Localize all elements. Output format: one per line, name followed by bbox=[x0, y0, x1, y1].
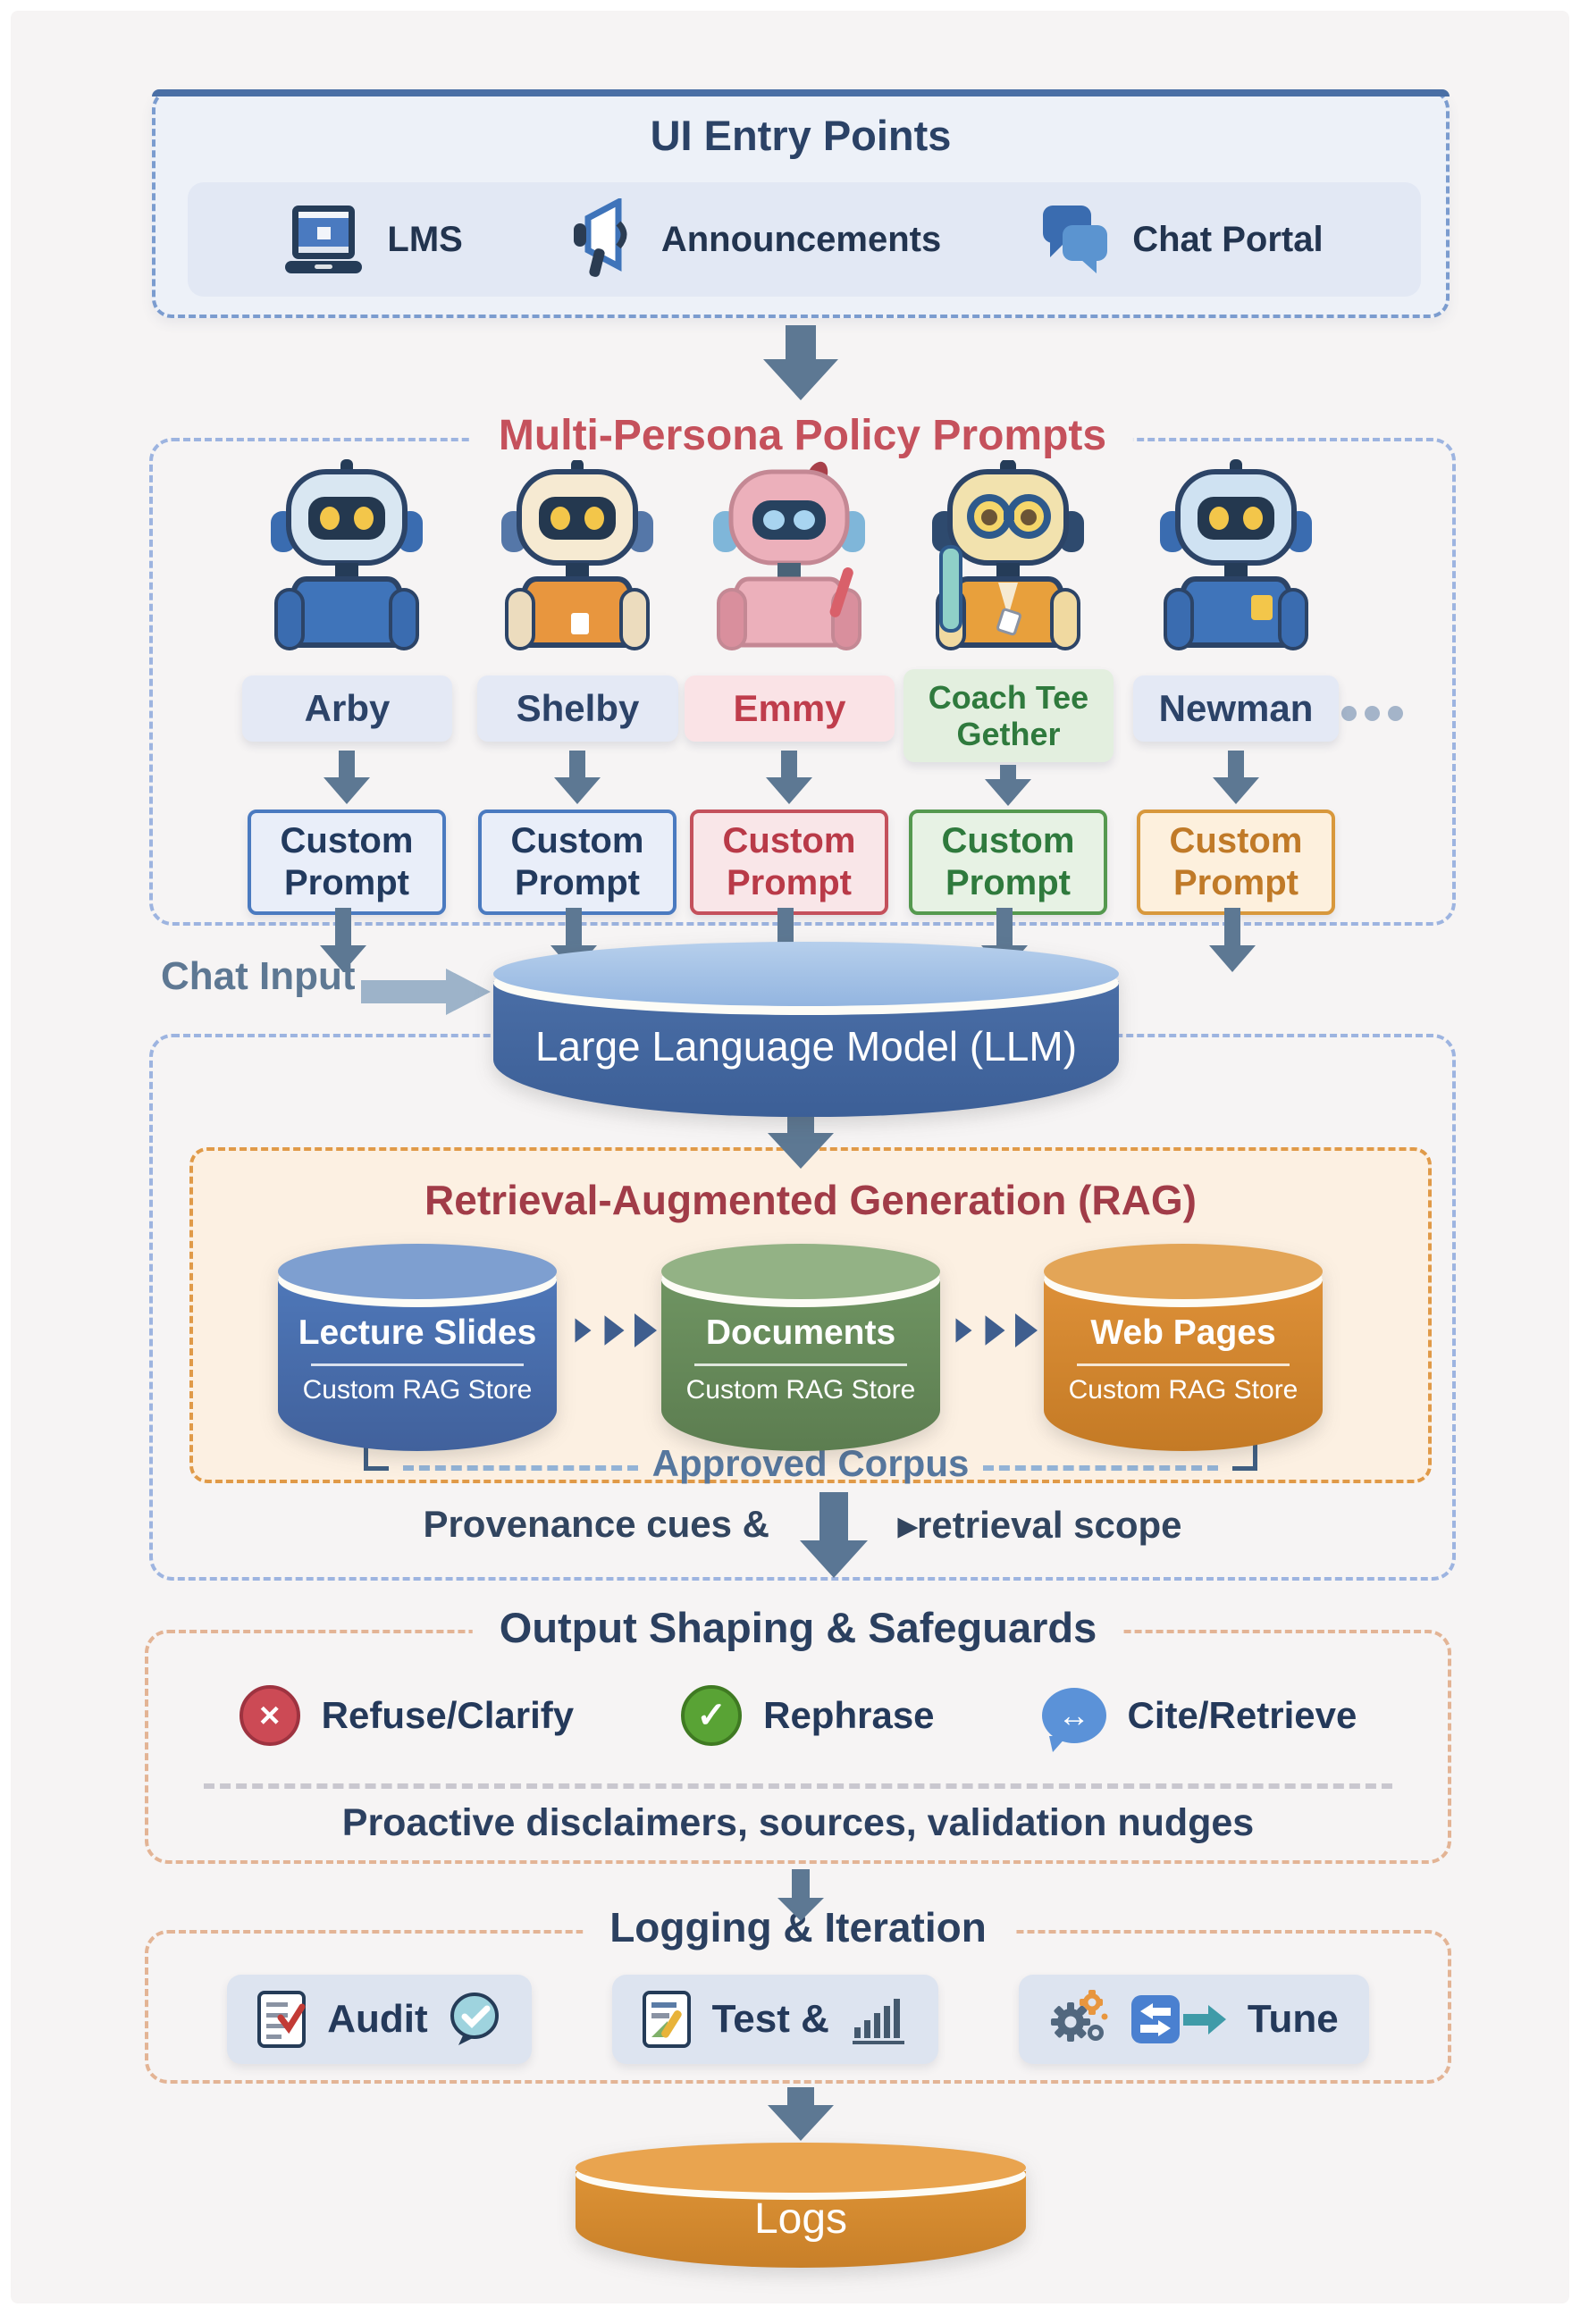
safeguards-row: × Refuse/Clarify ✓ Rephrase ↔ Cite/Retri… bbox=[148, 1685, 1448, 1752]
custom-prompt-arby: Custom Prompt bbox=[248, 810, 446, 915]
robot-shelby bbox=[501, 459, 653, 650]
arrow-logging-to-logs bbox=[768, 2087, 834, 2141]
custom-prompt-newman: Custom Prompt bbox=[1137, 810, 1335, 915]
entry-item-label: Chat Portal bbox=[1132, 219, 1324, 259]
store-name: Lecture Slides bbox=[298, 1313, 537, 1352]
provenance-row: Provenance cues & ▸retrieval scope bbox=[149, 1492, 1456, 1578]
audit-bubble-icon bbox=[450, 1993, 499, 2045]
cross-circle-icon: × bbox=[239, 1685, 300, 1746]
persona-name-newman: Newman bbox=[1133, 675, 1339, 742]
robot-newman bbox=[1160, 459, 1312, 650]
test-doc-icon bbox=[642, 1991, 691, 2048]
persona-name-coach-tee-gether: Coach Tee Gether bbox=[903, 669, 1114, 762]
ui-entry-points-box: UI Entry Points LMS bbox=[152, 89, 1450, 318]
safeguard-cite: ↔ Cite/Retrieve bbox=[1041, 1685, 1357, 1752]
persona-name-arby: Arby bbox=[242, 675, 452, 742]
logs-cylinder: Logs bbox=[576, 2143, 1026, 2268]
robot-emmy bbox=[713, 461, 865, 650]
checklist-icon bbox=[257, 1991, 307, 2048]
persona-section-title: Multi-Persona Policy Prompts bbox=[471, 411, 1134, 460]
entry-item-chat-portal: Chat Portal bbox=[1039, 202, 1324, 277]
llm-cylinder: Large Language Model (LLM) bbox=[493, 942, 1119, 1117]
store-flow-arrows bbox=[953, 1313, 1038, 1347]
entry-item-label: LMS bbox=[387, 219, 463, 259]
entry-item-announcements: Announcements bbox=[561, 198, 941, 281]
lecture-slides-cylinder: Lecture Slides Custom RAG Store bbox=[278, 1244, 557, 1451]
chat-bubbles-icon bbox=[1043, 206, 1108, 273]
robot-coach-tee-gether bbox=[932, 459, 1084, 650]
custom-prompt-emmy: Custom Prompt bbox=[690, 810, 888, 915]
custom-prompt-shelby: Custom Prompt bbox=[478, 810, 677, 915]
logging-pill-label: Test & bbox=[711, 1997, 829, 2041]
laptop-icon bbox=[285, 206, 363, 273]
persona-name-emmy: Emmy bbox=[685, 675, 895, 742]
rag-title: Retrieval-Augmented Generation (RAG) bbox=[424, 1177, 1197, 1223]
megaphone-icon bbox=[573, 198, 627, 277]
multi-persona-box: Multi-Persona Policy Prompts bbox=[149, 411, 1456, 926]
documents-cylinder: Documents Custom RAG Store bbox=[661, 1244, 940, 1451]
safeguard-rephrase: ✓ Rephrase bbox=[681, 1685, 935, 1746]
check-circle-icon: ✓ bbox=[681, 1685, 743, 1746]
arrow-prompt-to-llm bbox=[320, 908, 366, 972]
more-personas-dots bbox=[1341, 706, 1403, 721]
entry-item-label: Announcements bbox=[660, 219, 942, 259]
logging-box: Logging & Iteration Audit bbox=[145, 1903, 1451, 2084]
arrow-name-to-prompt bbox=[766, 751, 812, 804]
arrow-llm-to-rag bbox=[768, 1108, 834, 1169]
store-sub: Custom RAG Store bbox=[685, 1375, 916, 1405]
entry-items-strip: LMS Announcements Chat Portal bbox=[188, 182, 1421, 297]
web-pages-cylinder: Web Pages Custom RAG Store bbox=[1044, 1244, 1323, 1451]
provenance-left-label: Provenance cues & bbox=[423, 1503, 769, 1545]
logging-pills-row: Audit Test & bbox=[148, 1975, 1448, 2064]
output-title: Output Shaping & Safeguards bbox=[472, 1603, 1124, 1652]
arrow-rag-to-output bbox=[799, 1492, 868, 1578]
output-note: Proactive disclaimers, sources, validati… bbox=[341, 1801, 1255, 1844]
arrow-name-to-prompt bbox=[554, 751, 601, 804]
entry-title: UI Entry Points bbox=[650, 112, 952, 159]
gears-icon bbox=[1050, 1990, 1108, 2042]
persona-name-shelby: Shelby bbox=[477, 675, 678, 742]
custom-prompt-coach: Custom Prompt bbox=[909, 810, 1107, 915]
chat-arrows-icon: ↔ bbox=[1041, 1688, 1106, 1752]
corpus-bracket-left bbox=[364, 1437, 389, 1471]
store-name: Web Pages bbox=[1090, 1313, 1276, 1352]
logging-pill-test: Test & bbox=[611, 1975, 938, 2064]
output-divider bbox=[204, 1783, 1392, 1789]
diagram-canvas: UI Entry Points LMS bbox=[11, 11, 1569, 2303]
logging-pill-audit: Audit bbox=[227, 1975, 532, 2064]
safeguard-label: Refuse/Clarify bbox=[321, 1694, 575, 1736]
entry-item-lms: LMS bbox=[285, 204, 463, 275]
store-sub: Custom RAG Store bbox=[1068, 1375, 1298, 1405]
safeguard-label: Rephrase bbox=[763, 1694, 935, 1736]
logging-pill-tune: Tune bbox=[1018, 1975, 1369, 2064]
store-flow-arrows bbox=[572, 1313, 657, 1347]
logs-label: Logs bbox=[753, 2195, 848, 2243]
store-sub: Custom RAG Store bbox=[302, 1375, 533, 1405]
llm-label: Large Language Model (LLM) bbox=[534, 1023, 1078, 1070]
bar-chart-icon bbox=[852, 1999, 904, 2044]
sync-arrows-icon bbox=[1130, 1995, 1226, 2043]
arrow-entry-to-personas bbox=[763, 325, 838, 400]
arrow-name-to-prompt bbox=[1213, 751, 1259, 804]
provenance-right-label: ▸retrieval scope bbox=[897, 1504, 1182, 1546]
logging-pill-label: Tune bbox=[1247, 1997, 1339, 2041]
robot-arby bbox=[271, 459, 423, 650]
safeguard-refuse: × Refuse/Clarify bbox=[239, 1685, 575, 1746]
logging-pill-label: Audit bbox=[327, 1997, 428, 2041]
arrow-name-to-prompt bbox=[324, 751, 370, 804]
arrow-output-to-logging bbox=[777, 1869, 824, 1921]
corpus-bracket-right bbox=[1232, 1437, 1257, 1471]
safeguard-label: Cite/Retrieve bbox=[1127, 1694, 1357, 1736]
store-name: Documents bbox=[705, 1313, 896, 1352]
arrow-name-to-prompt bbox=[985, 765, 1031, 806]
output-shaping-box: Output Shaping & Safeguards × Refuse/Cla… bbox=[145, 1603, 1451, 1864]
arrow-prompt-to-llm bbox=[1209, 908, 1256, 972]
